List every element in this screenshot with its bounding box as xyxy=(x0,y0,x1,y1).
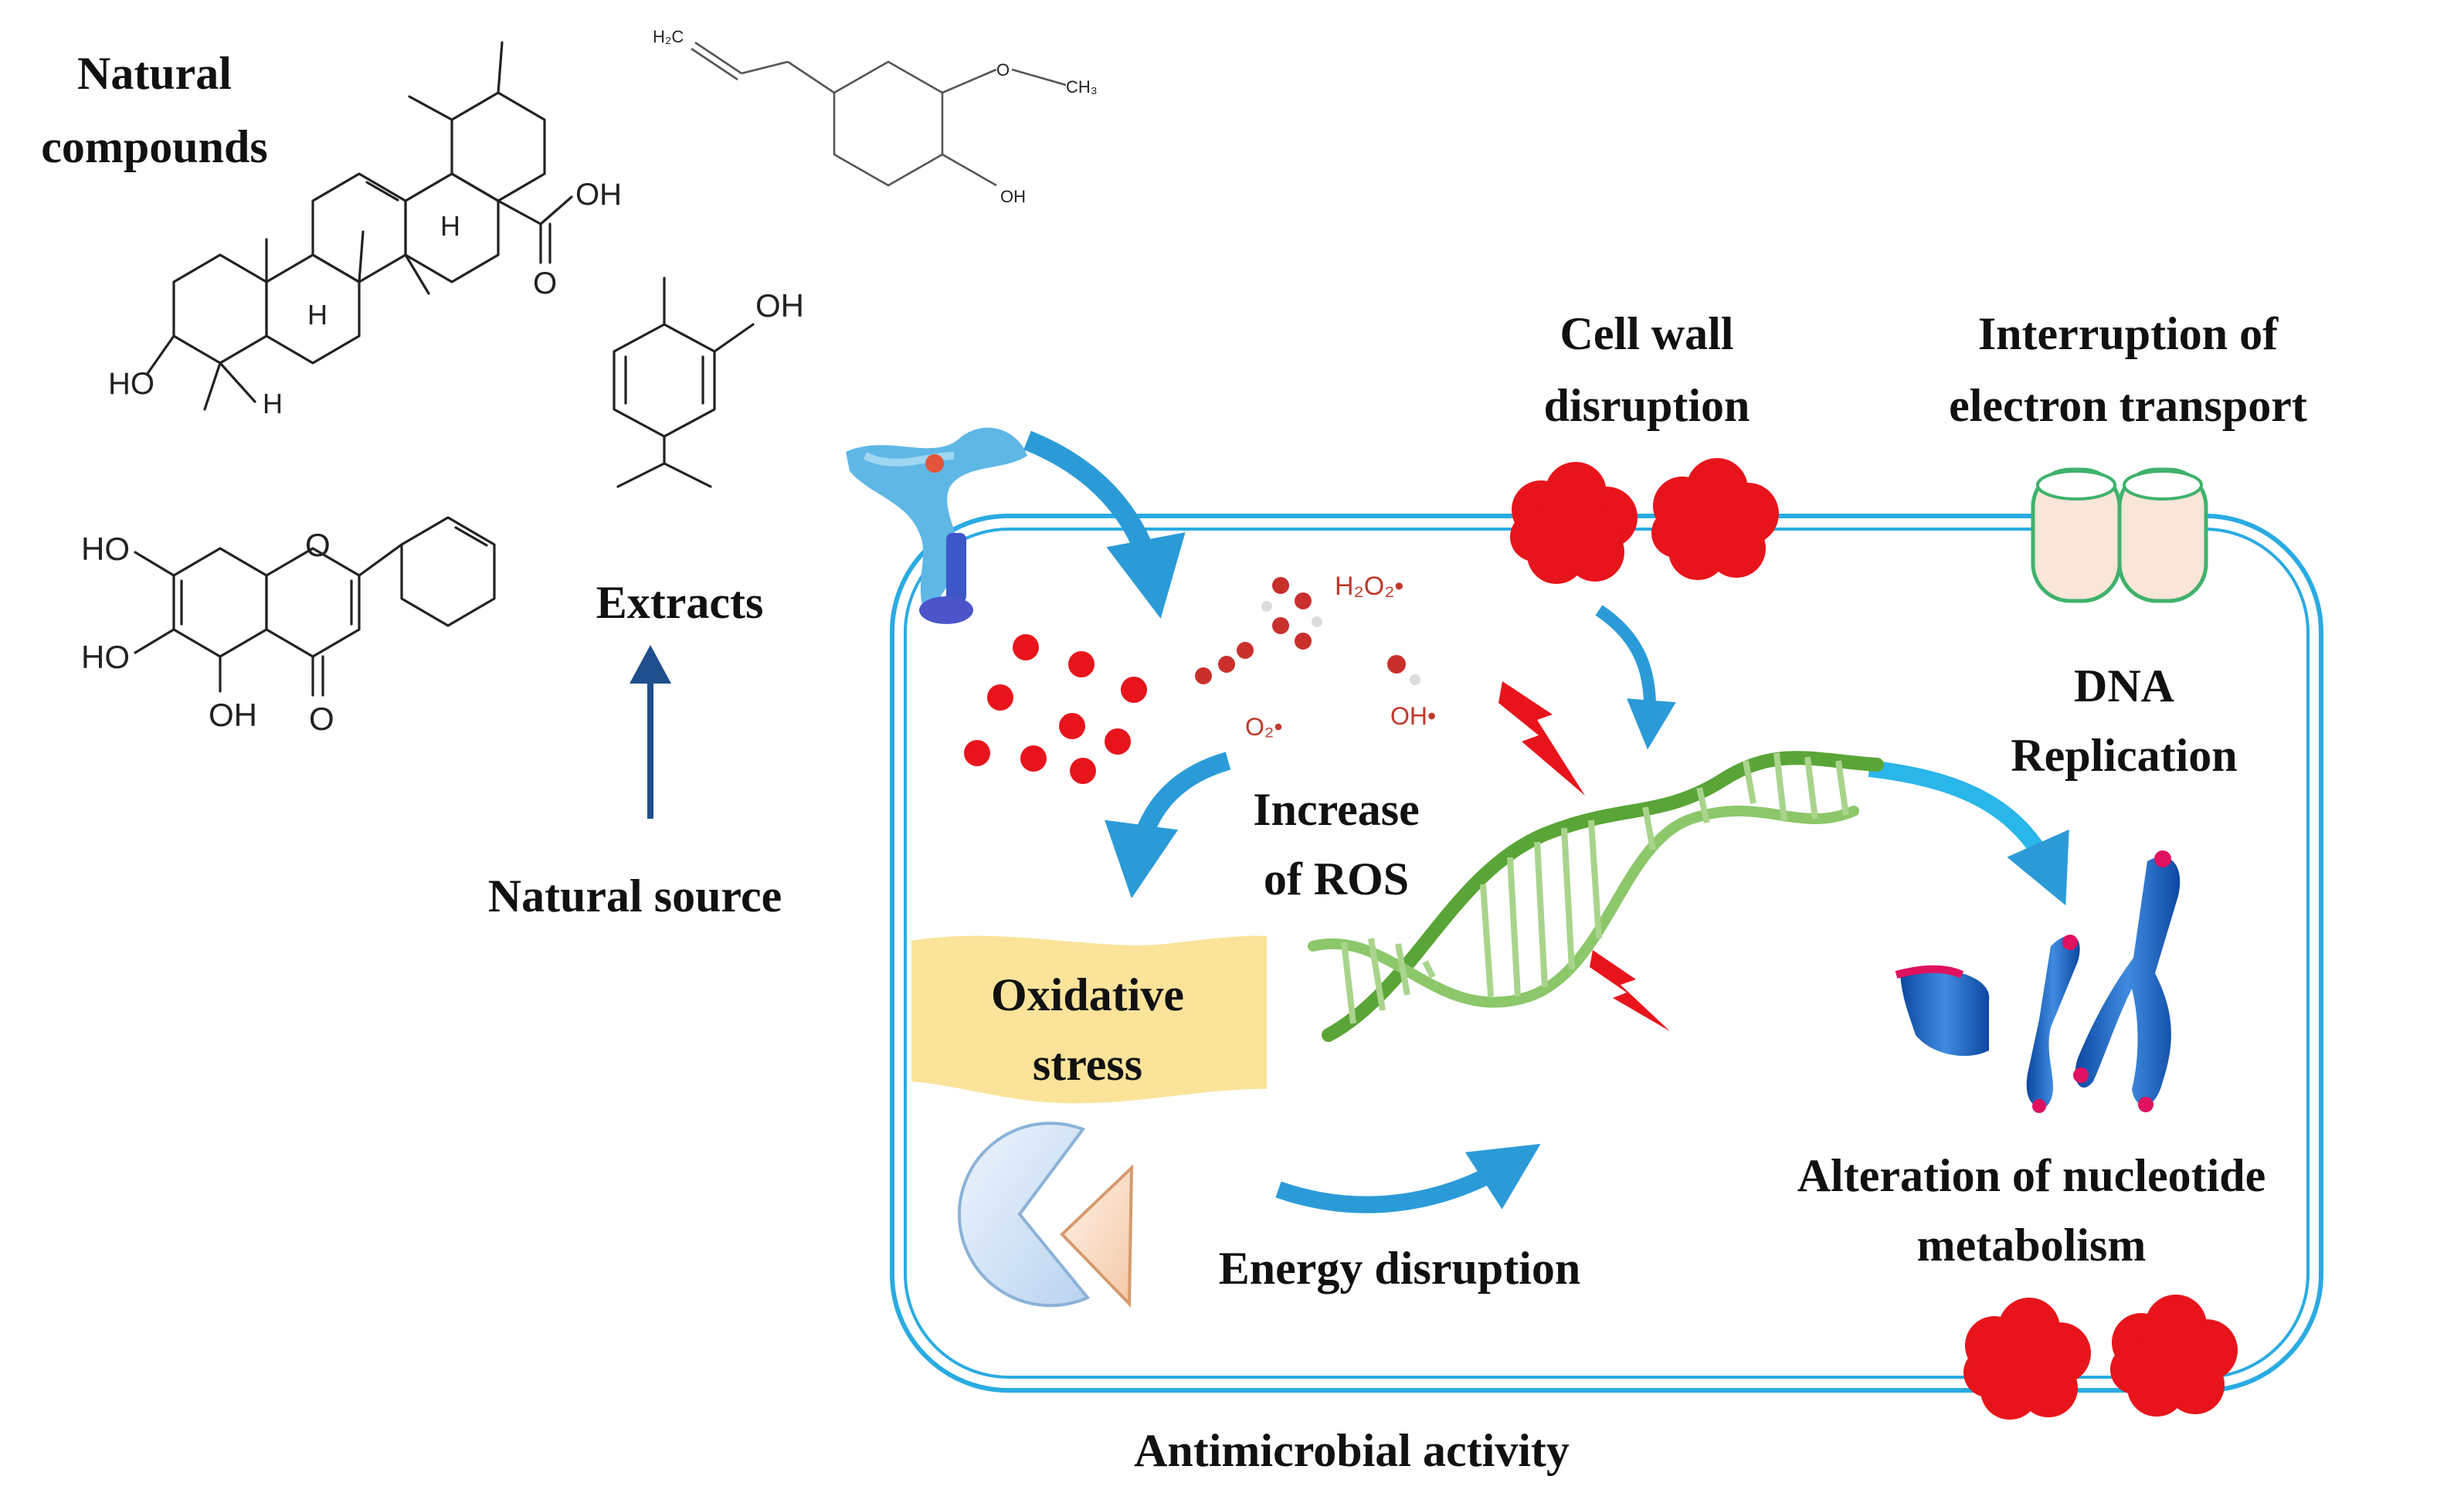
process-arrows xyxy=(1023,430,2069,1213)
structure-thymol: OH xyxy=(613,277,804,488)
chem-ho-label: HO xyxy=(108,367,154,401)
chem-h2c-label: H₂C xyxy=(653,27,684,46)
chem-ch3-label: CH₃ xyxy=(1066,77,1098,97)
oxidative-stress-label: stress xyxy=(1033,1039,1142,1090)
increase-ros-label: of ROS xyxy=(1264,854,1409,904)
chem-o-label: O xyxy=(533,266,557,300)
chem-h-label: H xyxy=(440,210,460,242)
natural-source-arrow xyxy=(630,645,671,819)
cell-wall-label: disruption xyxy=(1544,380,1750,431)
natural-source-label: Natural source xyxy=(488,870,782,921)
lightning-icons xyxy=(1498,681,1670,1031)
chem-oh-label: OH xyxy=(1000,187,1026,206)
nucleotide-metabolism-label: metabolism xyxy=(1917,1220,2147,1271)
chem-h-label: H xyxy=(263,388,283,419)
increase-ros-label: Increase xyxy=(1253,784,1420,835)
extracts-label: Extracts xyxy=(596,577,764,628)
chem-oh-label: OH xyxy=(575,178,622,212)
dna-helix-icon xyxy=(1308,751,1884,1042)
cell-wall-clusters xyxy=(1510,458,2238,1420)
oxidative-stress-label: Oxidative xyxy=(991,969,1184,1020)
ros-oh-label: OH• xyxy=(1390,702,1436,730)
oxidative-stress-banner xyxy=(911,935,1267,1104)
chem-oh-label: OH xyxy=(209,697,257,733)
antimicrobial-activity-label: Antimicrobial activity xyxy=(1134,1425,1570,1476)
structure-eugenol: H₂C O CH₃ OH xyxy=(653,27,1098,206)
structure-ursolic-acid: OH O HO H H H xyxy=(108,41,622,419)
chem-oh-label: OH xyxy=(755,287,804,324)
nucleotide-metabolism-label: Alteration of nucleotide xyxy=(1797,1150,2266,1201)
electron-transport-label: Interruption of xyxy=(1978,308,2279,359)
ros-h2o2-label: H₂O₂• xyxy=(1335,572,1403,601)
electron-transport-label: electron transport xyxy=(1949,380,2307,431)
chromosome-icons xyxy=(1895,850,2181,1113)
ros-particles xyxy=(964,634,1147,784)
chem-o-label: O xyxy=(309,701,334,737)
ros-o2-label: O₂• xyxy=(1245,713,1283,741)
electron-channel-icon xyxy=(2031,467,2208,603)
ros-molecules: H₂O₂• O₂• OH• xyxy=(1195,572,1436,741)
chem-h-label: H xyxy=(307,299,328,331)
chem-o-label: O xyxy=(996,60,1010,80)
structure-baicalein: O O HO HO OH xyxy=(81,516,496,737)
cell-wall-label: Cell wall xyxy=(1560,308,1734,359)
chem-ho-label: HO xyxy=(81,639,130,675)
dna-replication-label: DNA xyxy=(2074,660,2174,711)
dna-replication-label: Replication xyxy=(2011,730,2237,781)
chem-o-label: O xyxy=(305,527,331,563)
energy-disruption-label: Energy disruption xyxy=(1219,1243,1580,1294)
protein-structure-icon xyxy=(846,427,1027,624)
natural-compounds-title: Natural xyxy=(77,48,232,99)
chem-ho-label: HO xyxy=(81,531,130,567)
energy-icon xyxy=(957,1122,1134,1308)
natural-compounds-title: compounds xyxy=(41,121,267,172)
